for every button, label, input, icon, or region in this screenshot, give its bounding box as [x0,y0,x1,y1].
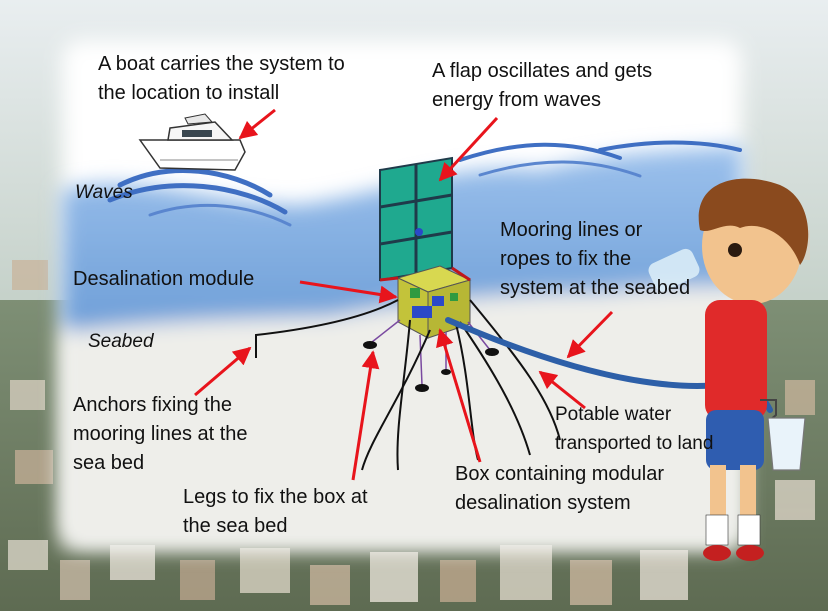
label-desalination-module: Desalination module [73,268,255,290]
label-potable-line-2: transported to land [555,433,714,454]
label-mooring-line-1: Mooring lines or [500,219,643,241]
label-mooring-line-2: ropes to fix the [500,248,632,270]
label-flap-line-2: energy from waves [432,89,601,111]
label-flap: A flap oscillates and gets energy from w… [432,57,652,115]
label-potable-line-1: Potable water [555,404,672,425]
label-mooring: Mooring lines or ropes to fix the system… [500,216,690,303]
wave-lines [107,140,742,227]
label-mooring-line-3: system at the seabed [500,277,691,299]
label-boat: A boat carries the system to the locatio… [98,50,345,108]
label-legs-line-2: the sea bed [183,515,288,537]
label-anchors-line-2: mooring lines at the [73,423,248,445]
label-anchors-line-1: Anchors fixing the [73,394,232,416]
label-potable-water: Potable water transported to land [555,400,713,458]
annotation-arrows [194,108,614,481]
label-waves: Waves [75,182,133,203]
label-anchors-line-3: sea bed [73,452,145,474]
anchor-dots [363,341,499,392]
background-buildings [8,230,815,605]
label-legs-line-1: Legs to fix the box at [183,486,368,508]
flap-panel [379,156,453,282]
label-legs: Legs to fix the box at the sea bed [183,483,368,541]
label-boat-line-1: A boat carries the system to [98,53,345,75]
boat-icon [138,113,246,171]
label-boat-line-2: the location to install [98,82,280,104]
label-seabed: Seabed [88,331,154,352]
label-box-line-1: Box containing modular [455,463,665,485]
label-flap-line-1: A flap oscillates and gets [432,60,653,82]
label-box-line-2: desalination system [455,492,631,514]
desalination-box [379,265,472,339]
water-glass-icon [767,417,806,471]
child-illustration [648,178,809,561]
label-box: Box containing modular desalination syst… [455,460,664,518]
label-anchors: Anchors fixing the mooring lines at the … [73,391,248,478]
